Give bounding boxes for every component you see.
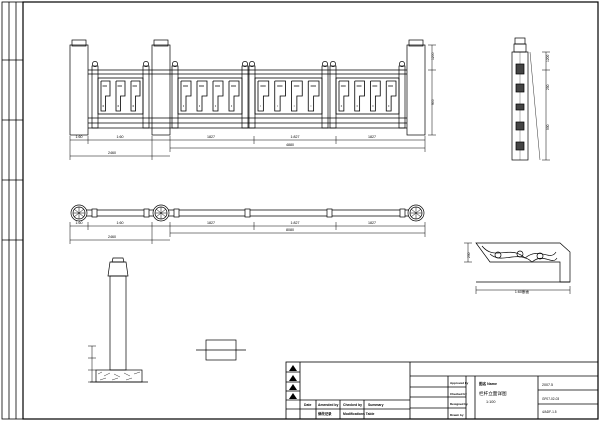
elevation-post-3	[406, 39, 426, 136]
dim-label: 1:60	[117, 135, 124, 139]
lattice-fret-pattern	[370, 80, 381, 112]
approval-label: Approved by	[450, 381, 469, 385]
revision-footer-en: Modifications Table	[343, 412, 375, 416]
lattice-fret-pattern	[212, 80, 224, 112]
small-detail-symbol	[196, 339, 246, 361]
height-dim-label: 250	[546, 84, 550, 90]
lattice-fret-pattern	[338, 80, 350, 112]
lattice-fret-pattern	[385, 80, 397, 112]
drawing-code: 4/ADF-1.5	[542, 410, 557, 414]
drawing-code: GF07-02-03	[542, 397, 559, 401]
dim-label: 1:60	[117, 221, 124, 225]
section-dims	[464, 242, 571, 294]
dim-label: 1827	[368, 135, 376, 139]
height-dim-label: 1200	[431, 52, 435, 60]
revision-triangle-icon	[289, 384, 297, 390]
lattice-fret-pattern	[180, 80, 192, 112]
lattice-fret-pattern	[100, 80, 111, 112]
lattice-panel-frame	[97, 77, 144, 115]
approval-label: Designed by	[450, 402, 468, 406]
revision-header-summary: Summary	[368, 403, 384, 407]
dim-label: 8080	[286, 228, 294, 232]
plan-post-3	[407, 204, 425, 222]
elevation-height-dims	[428, 44, 436, 136]
lattice-fret-pattern	[130, 80, 141, 112]
elevation-post-2	[151, 39, 171, 136]
project-label: 图名 Name	[479, 381, 497, 386]
handrail-section-detail	[475, 242, 571, 283]
lattice-fret-pattern	[354, 80, 365, 112]
dim-label: 2460	[108, 235, 116, 239]
lattice-fret-pattern	[291, 80, 303, 112]
title-block-text: Date Amended by Checked by Summary 修改记录 …	[304, 381, 559, 417]
dim-label: 1:827	[291, 135, 300, 139]
post-side-elevation	[511, 37, 541, 161]
plan-post-2	[152, 204, 170, 222]
dim-label: 1:60	[76, 135, 83, 139]
plan-dimensions	[69, 222, 426, 244]
lattice-fret-pattern	[228, 80, 240, 112]
elevation-post-1	[69, 39, 89, 136]
revision-header-amended: Amended by	[318, 403, 338, 407]
railing-plan	[70, 204, 425, 222]
lattice-fret-pattern	[274, 80, 286, 112]
dim-label: 1827	[207, 221, 215, 225]
revision-triangle-icon	[289, 365, 297, 371]
elevation-dimensions	[69, 136, 426, 160]
approval-label: Drawn by	[450, 413, 464, 417]
lattice-fret-pattern	[307, 80, 320, 112]
dim-label: 1827	[207, 135, 215, 139]
binding-margin	[1, 1, 24, 420]
lattice-fret-pattern	[196, 80, 208, 112]
side-height-dims	[542, 51, 550, 161]
elevation-dim-labels: 1:60 1:60 1827 1:827 1827 2460 4880	[76, 135, 377, 155]
post-detail	[90, 257, 148, 383]
section-width-label: 1:60断面	[515, 289, 530, 294]
revision-header-checked: Checked by	[343, 403, 362, 407]
plan-dim-labels: 1:60 1:60 1827 1:827 1827 2460 8080	[76, 221, 377, 239]
title-block	[285, 361, 599, 420]
dim-label: 1:60	[76, 221, 83, 225]
revision-triangle-icon	[289, 393, 297, 399]
revision-footer-cn: 修改记录	[317, 411, 332, 416]
lattice-panels	[97, 77, 400, 115]
drawing-scale: 1:100	[486, 400, 496, 404]
section-height-label: 230	[467, 252, 471, 258]
lattice-panel-frame	[254, 77, 323, 115]
revision-header-date: Date	[304, 403, 311, 407]
height-dim-label: 1200	[546, 54, 550, 62]
plan-post-1	[70, 204, 88, 222]
lattice-fret-pattern	[115, 80, 126, 112]
height-dim-label: 900	[546, 124, 550, 130]
post-detail-dims	[88, 345, 96, 383]
lattice-panel-frame	[177, 77, 243, 115]
dim-label: 1:827	[291, 221, 300, 225]
dim-label: 4880	[286, 143, 294, 147]
height-dim-label: 900	[431, 99, 435, 105]
approval-label: Checked by	[450, 392, 467, 396]
dim-label: 1827	[368, 221, 376, 225]
sheet-number: 2007.5	[542, 383, 553, 387]
lattice-fret-pattern	[257, 80, 270, 112]
lattice-panel-frame	[335, 77, 400, 115]
revision-triangles	[289, 365, 297, 399]
revision-triangle-icon	[289, 375, 297, 381]
dim-label: 2460	[108, 151, 116, 155]
drawing-title: 栏杆立面详图	[479, 390, 507, 397]
